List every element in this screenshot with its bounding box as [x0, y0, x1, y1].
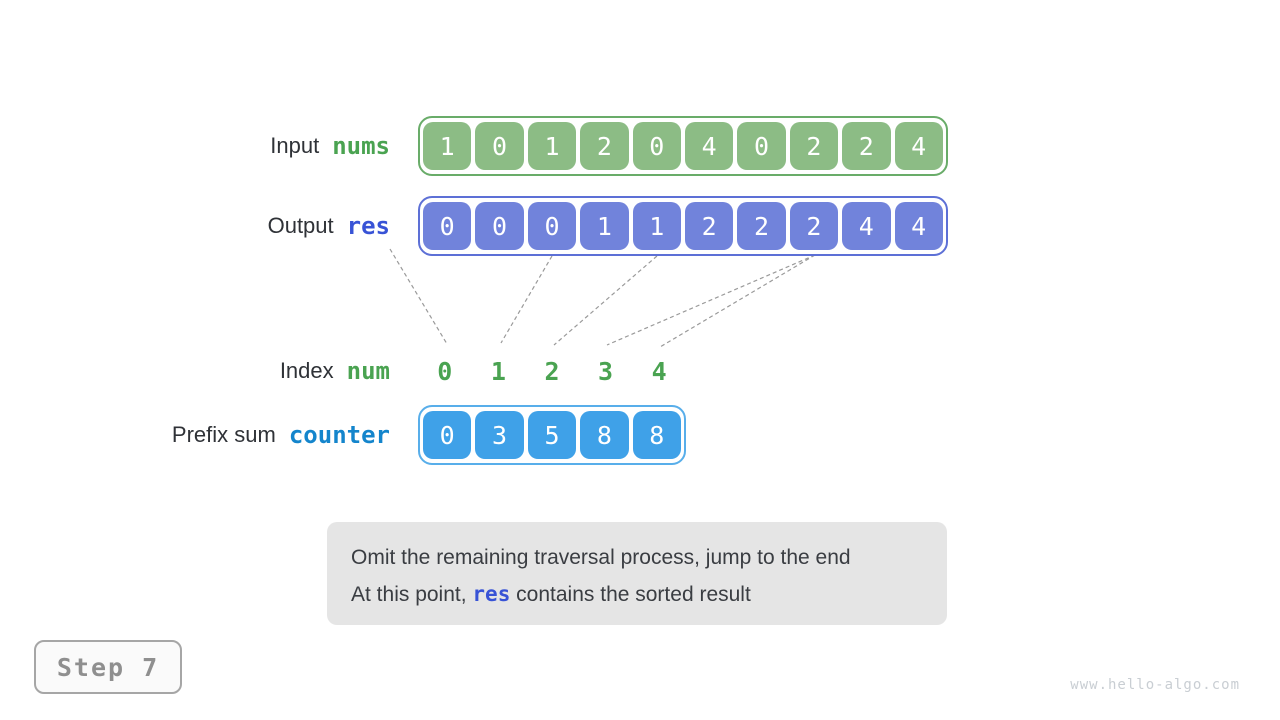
connector-line: [553, 255, 658, 346]
index-label: Index: [279, 358, 334, 383]
output-cell: 2: [789, 202, 839, 250]
prefix-cell: 0: [423, 411, 472, 459]
output-cell: 2: [684, 202, 734, 250]
output-array: 0 0 0 1 1 2 2 2 4 4: [418, 196, 948, 256]
output-cell: 0: [423, 202, 472, 250]
index-digit: 1: [490, 356, 506, 386]
note-line1-text: Omit the remaining traversal process, ju…: [351, 546, 851, 569]
output-cell: 0: [475, 202, 524, 250]
index-digit: 2: [544, 356, 560, 386]
prefix-var-name: counter: [288, 421, 390, 449]
input-cell: 0: [632, 122, 681, 170]
output-cell: 1: [632, 202, 681, 250]
prefix-label: Prefix sum: [171, 422, 276, 447]
note-line2-suffix: contains the sorted result: [510, 583, 751, 606]
output-cell: 4: [894, 202, 943, 250]
prefix-cell: 8: [580, 411, 629, 459]
connector-line: [389, 248, 448, 345]
index-digit: 0: [437, 356, 453, 386]
note-line2: At this point, res contains the sorted r…: [351, 576, 923, 613]
note-line1: Omit the remaining traversal process, ju…: [351, 539, 923, 576]
index-var-name: num: [346, 357, 390, 385]
input-cell: 2: [842, 122, 891, 170]
watermark: www.hello-algo.com: [1070, 677, 1240, 693]
input-cell: 1: [527, 122, 577, 170]
connector-line: [659, 254, 816, 348]
input-var-name: nums: [332, 132, 390, 160]
output-cell: 2: [737, 202, 786, 250]
output-label: Output: [267, 213, 334, 238]
input-cell: 2: [789, 122, 839, 170]
input-label: Input: [270, 133, 320, 158]
output-cell: 1: [580, 202, 629, 250]
index-digits: 0 1 2 3 4: [418, 352, 686, 390]
input-array: 1 0 1 2 0 4 0 2 2 4: [418, 116, 948, 176]
index-row-label: Index num: [280, 352, 390, 390]
output-cell: 4: [842, 202, 891, 250]
prefix-row-label: Prefix sum counter: [172, 405, 390, 465]
input-cell: 0: [475, 122, 524, 170]
connector-line: [606, 254, 816, 346]
step-badge: Step 7: [34, 640, 182, 694]
input-cell: 1: [423, 122, 472, 170]
note-box: Omit the remaining traversal process, ju…: [327, 522, 947, 625]
input-cell: 2: [580, 122, 629, 170]
output-var-name: res: [346, 212, 390, 240]
prefix-cell: 8: [632, 411, 681, 459]
input-cell: 4: [684, 122, 734, 170]
input-cell: 4: [894, 122, 943, 170]
index-digit: 3: [598, 356, 614, 386]
prefix-cell: 3: [475, 411, 524, 459]
prefix-cell: 5: [527, 411, 577, 459]
note-line2-code: res: [472, 582, 511, 606]
input-row-label: Input nums: [270, 116, 390, 176]
note-line2-prefix: At this point,: [351, 583, 473, 606]
connector-line: [500, 255, 553, 344]
output-cell: 0: [527, 202, 577, 250]
prefix-array: 0 3 5 8 8: [418, 405, 686, 465]
input-cell: 0: [737, 122, 786, 170]
output-row-label: Output res: [268, 196, 390, 256]
index-digit: 4: [651, 356, 667, 386]
